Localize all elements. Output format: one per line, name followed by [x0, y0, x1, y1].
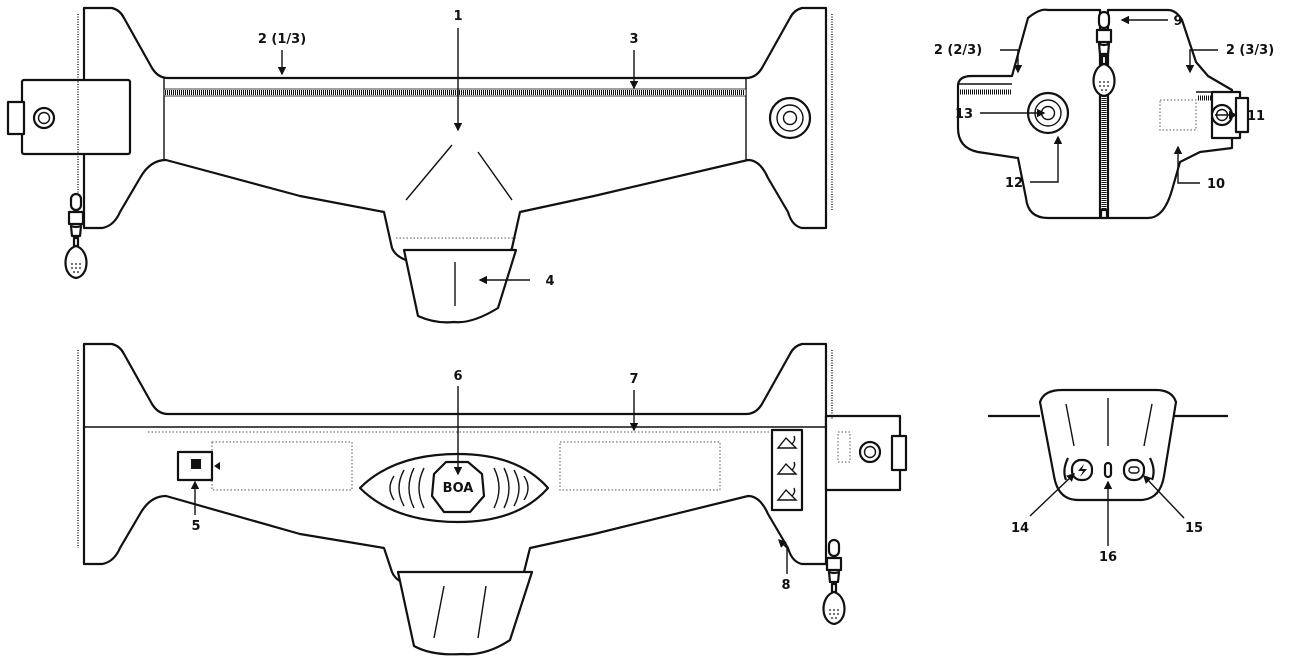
bottom-view-right-rivet — [858, 440, 882, 464]
top-view-left-latch — [6, 100, 26, 136]
callout-12: 12 — [1005, 176, 1023, 191]
top-view-left-rivet — [32, 106, 56, 130]
callout-5: 5 — [191, 519, 200, 534]
top-view — [6, 6, 833, 324]
top-view-body — [82, 6, 828, 264]
bottom-left-label-area — [211, 441, 353, 491]
callout-2-1: 2 (1/3) — [258, 32, 306, 47]
top-view-right-button — [768, 96, 812, 140]
callout-10: 10 — [1207, 177, 1225, 192]
callout-11: 11 — [1247, 109, 1265, 124]
indicator-light — [1103, 461, 1113, 479]
side-view-label-area — [1159, 99, 1197, 131]
callout-leaders — [190, 15, 1238, 574]
top-view-pouch — [402, 248, 518, 324]
boa-logo: BOA — [443, 481, 474, 496]
callout-9: 9 — [1173, 14, 1182, 29]
side-view — [956, 8, 1250, 220]
callout-3: 3 — [629, 32, 638, 47]
callout-14: 14 — [1011, 521, 1029, 536]
callout-7: 7 — [629, 372, 638, 387]
callout-1: 1 — [453, 9, 462, 24]
callout-4: 4 — [545, 274, 554, 289]
callout-15: 15 — [1185, 521, 1203, 536]
callout-6: 6 — [453, 369, 462, 384]
callout-13: 13 — [955, 107, 973, 122]
callout-labels: 1 2 (1/3) 3 4 5 6 7 8 9 2 (2/3) 2 (3/3) … — [191, 9, 1274, 593]
boa-dial — [430, 460, 486, 514]
bottom-view-right-latch — [890, 434, 908, 472]
side-strap — [770, 428, 804, 512]
power-button — [1122, 458, 1146, 482]
detail-view — [988, 388, 1228, 502]
callout-16: 16 — [1099, 550, 1117, 565]
callout-8: 8 — [781, 578, 790, 593]
side-view-right-panel — [1106, 8, 1234, 220]
bottom-right-label-area — [559, 441, 721, 491]
bottom-view: BOA — [77, 342, 908, 656]
bottom-view-pouch — [396, 570, 534, 656]
callout-2-2: 2 (2/3) — [934, 43, 982, 58]
callout-2-3: 2 (3/3) — [1226, 43, 1274, 58]
